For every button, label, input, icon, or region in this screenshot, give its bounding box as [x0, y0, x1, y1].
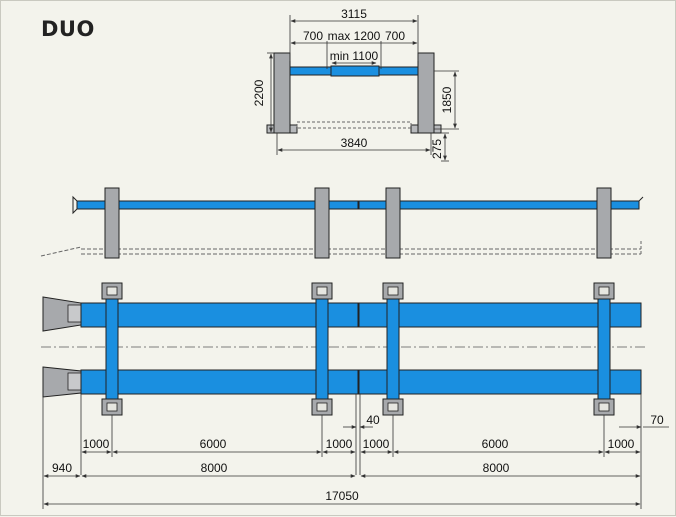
plan-runway-bottom-1 — [80, 369, 359, 395]
dim-700-left: 700 — [303, 29, 323, 43]
dim-3840: 3840 — [341, 136, 368, 150]
plan-crossbeam-3 — [386, 296, 400, 402]
dim-17050: 17050 — [325, 489, 359, 503]
dim-2200: 2200 — [252, 79, 266, 106]
plan-crossbeam-1 — [105, 296, 119, 402]
front-post-left — [273, 52, 291, 134]
lowered-runway-outline — [296, 121, 412, 129]
dim-1000-b: 1000 — [326, 437, 353, 451]
side-view — [40, 187, 644, 259]
plan-crossbeam-4 — [597, 296, 611, 402]
side-front-stop — [72, 195, 78, 215]
dim-1000-d: 1000 — [608, 437, 635, 451]
dim-6000-b: 6000 — [482, 437, 509, 451]
side-post-4 — [596, 187, 612, 259]
diagram-title: DUO — [41, 17, 95, 41]
dim-1000-c: 1000 — [363, 437, 390, 451]
front-view: 3115 700 max 1200 700 min 1100 2200 1850 — [252, 7, 459, 162]
dim-8000-b: 8000 — [483, 461, 510, 475]
plan-runway-top-1 — [80, 302, 359, 328]
side-post-3 — [385, 187, 401, 259]
plan-runway-top-2 — [358, 302, 642, 328]
side-ramp-lowered — [40, 246, 82, 257]
side-runway-1 — [76, 200, 359, 210]
dim-1000-a: 1000 — [83, 437, 110, 451]
front-post-right — [417, 52, 435, 134]
dim-40: 40 — [366, 413, 380, 427]
dim-min-1100: min 1100 — [330, 49, 379, 63]
dim-max-1200: max 1200 — [328, 29, 381, 43]
dim-275: 275 — [430, 139, 444, 159]
side-post-1 — [104, 187, 120, 259]
dim-8000-a: 8000 — [201, 461, 228, 475]
plan-crossbeam-2 — [315, 296, 329, 402]
side-runway-2 — [358, 200, 640, 210]
dim-940: 940 — [52, 461, 72, 475]
dim-700-right: 700 — [385, 29, 405, 43]
plan-view: 40 70 1000 6000 1000 1000 6000 1000 — [41, 282, 669, 509]
front-middle-beam — [330, 65, 380, 77]
dim-3115: 3115 — [341, 7, 367, 21]
dim-1850: 1850 — [440, 86, 454, 113]
dim-6000-a: 6000 — [200, 437, 227, 451]
side-post-2 — [314, 187, 330, 259]
dim-70: 70 — [650, 413, 664, 427]
plan-runway-bottom-2 — [358, 369, 642, 395]
